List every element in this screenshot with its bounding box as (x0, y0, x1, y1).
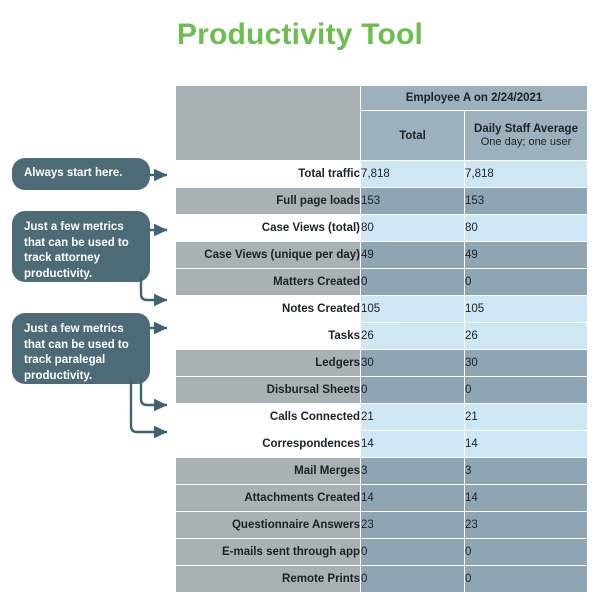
metric-total-value: 105 (360, 295, 465, 323)
metric-daily-average-value: 105 (463, 295, 589, 323)
metric-daily-average-value: 0 (463, 268, 589, 296)
metric-daily-average-value: 26 (463, 322, 589, 350)
callout-paralegal-productivity: Just a few metrics that can be used to t… (12, 313, 150, 384)
metric-label: Correspondences (175, 430, 361, 458)
metric-daily-average-value: 23 (463, 511, 589, 539)
metric-total-value: 30 (360, 349, 465, 377)
callout-always-start-here: Always start here. (12, 158, 150, 190)
metric-total-value: 49 (360, 241, 465, 269)
metric-total-value: 14 (360, 430, 465, 458)
metric-label: Attachments Created (175, 484, 361, 512)
header-col-daily-staff-average: Daily Staff Average One day; one user (463, 110, 589, 161)
metric-daily-average-value: 14 (463, 430, 589, 458)
metric-total-value: 0 (360, 565, 465, 593)
metric-label: Mail Merges (175, 457, 361, 485)
metric-label: Questionnaire Answers (175, 511, 361, 539)
productivity-table: Employee A on 2/24/2021 Total Daily Staf… (175, 85, 589, 593)
header-col-daily-staff-average-label: Daily Staff Average (474, 123, 578, 135)
metric-label: Case Views (unique per day) (175, 241, 361, 269)
metric-total-value: 153 (360, 187, 465, 215)
metric-daily-average-value: 14 (463, 484, 589, 512)
metric-daily-average-value: 3 (463, 457, 589, 485)
metric-daily-average-value: 0 (463, 565, 589, 593)
metric-daily-average-value: 80 (463, 214, 589, 242)
metric-label: Calls Connected (175, 403, 361, 431)
metric-label: Notes Created (175, 295, 361, 323)
metric-label: Remote Prints (175, 565, 361, 593)
metric-daily-average-value: 153 (463, 187, 589, 215)
metric-label: Full page loads (175, 187, 361, 215)
page-title: Productivity Tool (176, 18, 424, 51)
metric-total-value: 0 (360, 538, 465, 566)
metric-daily-average-value: 7,818 (463, 160, 589, 188)
metric-label: E-mails sent through app (175, 538, 361, 566)
metric-daily-average-value: 30 (463, 349, 589, 377)
metric-total-value: 26 (360, 322, 465, 350)
table-header: Employee A on 2/24/2021 Total Daily Staf… (175, 85, 589, 161)
metric-daily-average-value: 0 (463, 538, 589, 566)
metric-label: Disbursal Sheets (175, 376, 361, 404)
metric-daily-average-value: 49 (463, 241, 589, 269)
metric-daily-average-value: 0 (463, 376, 589, 404)
metric-total-value: 0 (360, 268, 465, 296)
header-col-daily-staff-average-note: One day; one user (480, 136, 572, 148)
header-col-total-label: Total (399, 129, 426, 142)
table-header-group-row: Employee A on 2/24/2021 (175, 85, 589, 161)
metric-total-value: 23 (360, 511, 465, 539)
metric-label: Ledgers (175, 349, 361, 377)
metric-label: Total traffic (175, 160, 361, 188)
connector-paralegal-to-calls-connected (139, 378, 168, 412)
connector-paralegal-to-correspondences (129, 378, 168, 439)
header-blank-cell (175, 85, 361, 161)
callout-attorney-productivity: Just a few metrics that can be used to t… (12, 211, 150, 282)
metric-total-value: 7,818 (360, 160, 465, 188)
metric-label: Matters Created (175, 268, 361, 296)
header-col-total: Total (360, 110, 465, 161)
table-header-sub-row: Total Daily Staff Average One day; one u… (176, 110, 589, 161)
metric-daily-average-value: 21 (463, 403, 589, 431)
header-employee-group: Employee A on 2/24/2021 (359, 85, 589, 111)
metric-total-value: 80 (360, 214, 465, 242)
metric-label: Tasks (175, 322, 361, 350)
connector-attorney-to-notes-created (139, 276, 168, 307)
metric-label: Case Views (total) (175, 214, 361, 242)
metric-total-value: 21 (360, 403, 465, 431)
metric-total-value: 0 (360, 376, 465, 404)
metric-total-value: 14 (360, 484, 465, 512)
metric-total-value: 3 (360, 457, 465, 485)
